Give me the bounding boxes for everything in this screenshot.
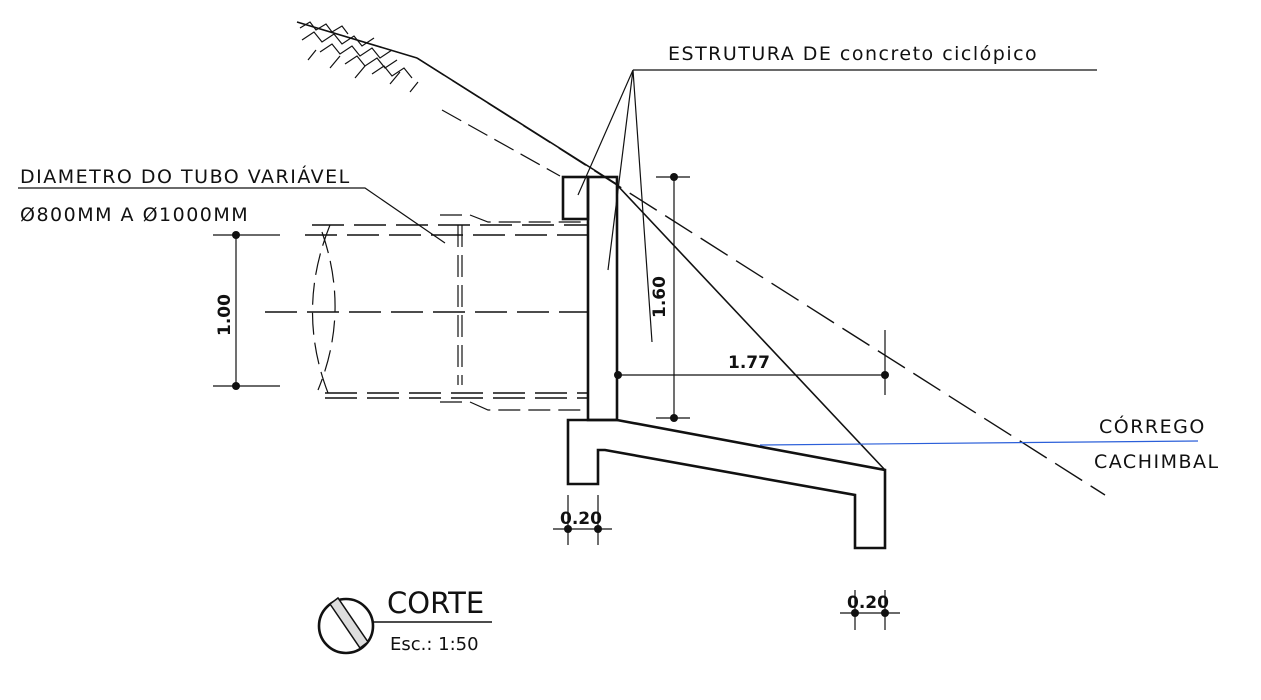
- section-scale: Esc.: 1:50: [390, 634, 479, 655]
- pipe-diameter-line1: DIAMETRO DO TUBO VARIÁVEL: [20, 165, 351, 188]
- terrain-hatch: [296, 21, 419, 93]
- section-title-block: CORTE Esc.: 1:50: [317, 586, 492, 655]
- section-marker-hatch: [328, 596, 370, 650]
- dimension-wing-length: 1.77: [614, 330, 889, 395]
- right-footing-value: 0.20: [847, 593, 889, 613]
- left-footing-value: 0.20: [560, 509, 602, 529]
- pipe-section: [265, 214, 588, 411]
- dimension-left-footing: 0.20: [553, 495, 612, 545]
- headwall: [561, 175, 886, 471]
- wing-length-value: 1.77: [728, 353, 770, 373]
- section-marker-icon: [317, 597, 375, 655]
- pipe-height-value: 1.00: [215, 294, 235, 336]
- section-title: CORTE: [387, 586, 484, 620]
- pipe-diameter-line2: Ø800MM A Ø1000MM: [20, 204, 249, 226]
- apron-footing: [566, 418, 887, 550]
- stream-label: CÓRREGO CACHIMBAL: [759, 414, 1220, 473]
- terrain-slope: [416, 57, 1106, 496]
- pipe-diameter-label: DIAMETRO DO TUBO VARIÁVEL Ø800MM A Ø1000…: [18, 165, 446, 244]
- structure-label: ESTRUTURA DE concreto ciclópico: [577, 43, 1097, 343]
- stream-line2: CACHIMBAL: [1094, 451, 1220, 473]
- dimension-pipe-height: 1.00: [213, 231, 280, 390]
- wall-height-value: 1.60: [650, 276, 670, 318]
- stream-leader-line: [759, 440, 1199, 446]
- dimension-wall-height: 1.60: [650, 173, 690, 422]
- stream-line1: CÓRREGO: [1099, 414, 1206, 438]
- dimension-right-footing: 0.20: [840, 590, 900, 630]
- structure-label-text: ESTRUTURA DE concreto ciclópico: [668, 43, 1038, 65]
